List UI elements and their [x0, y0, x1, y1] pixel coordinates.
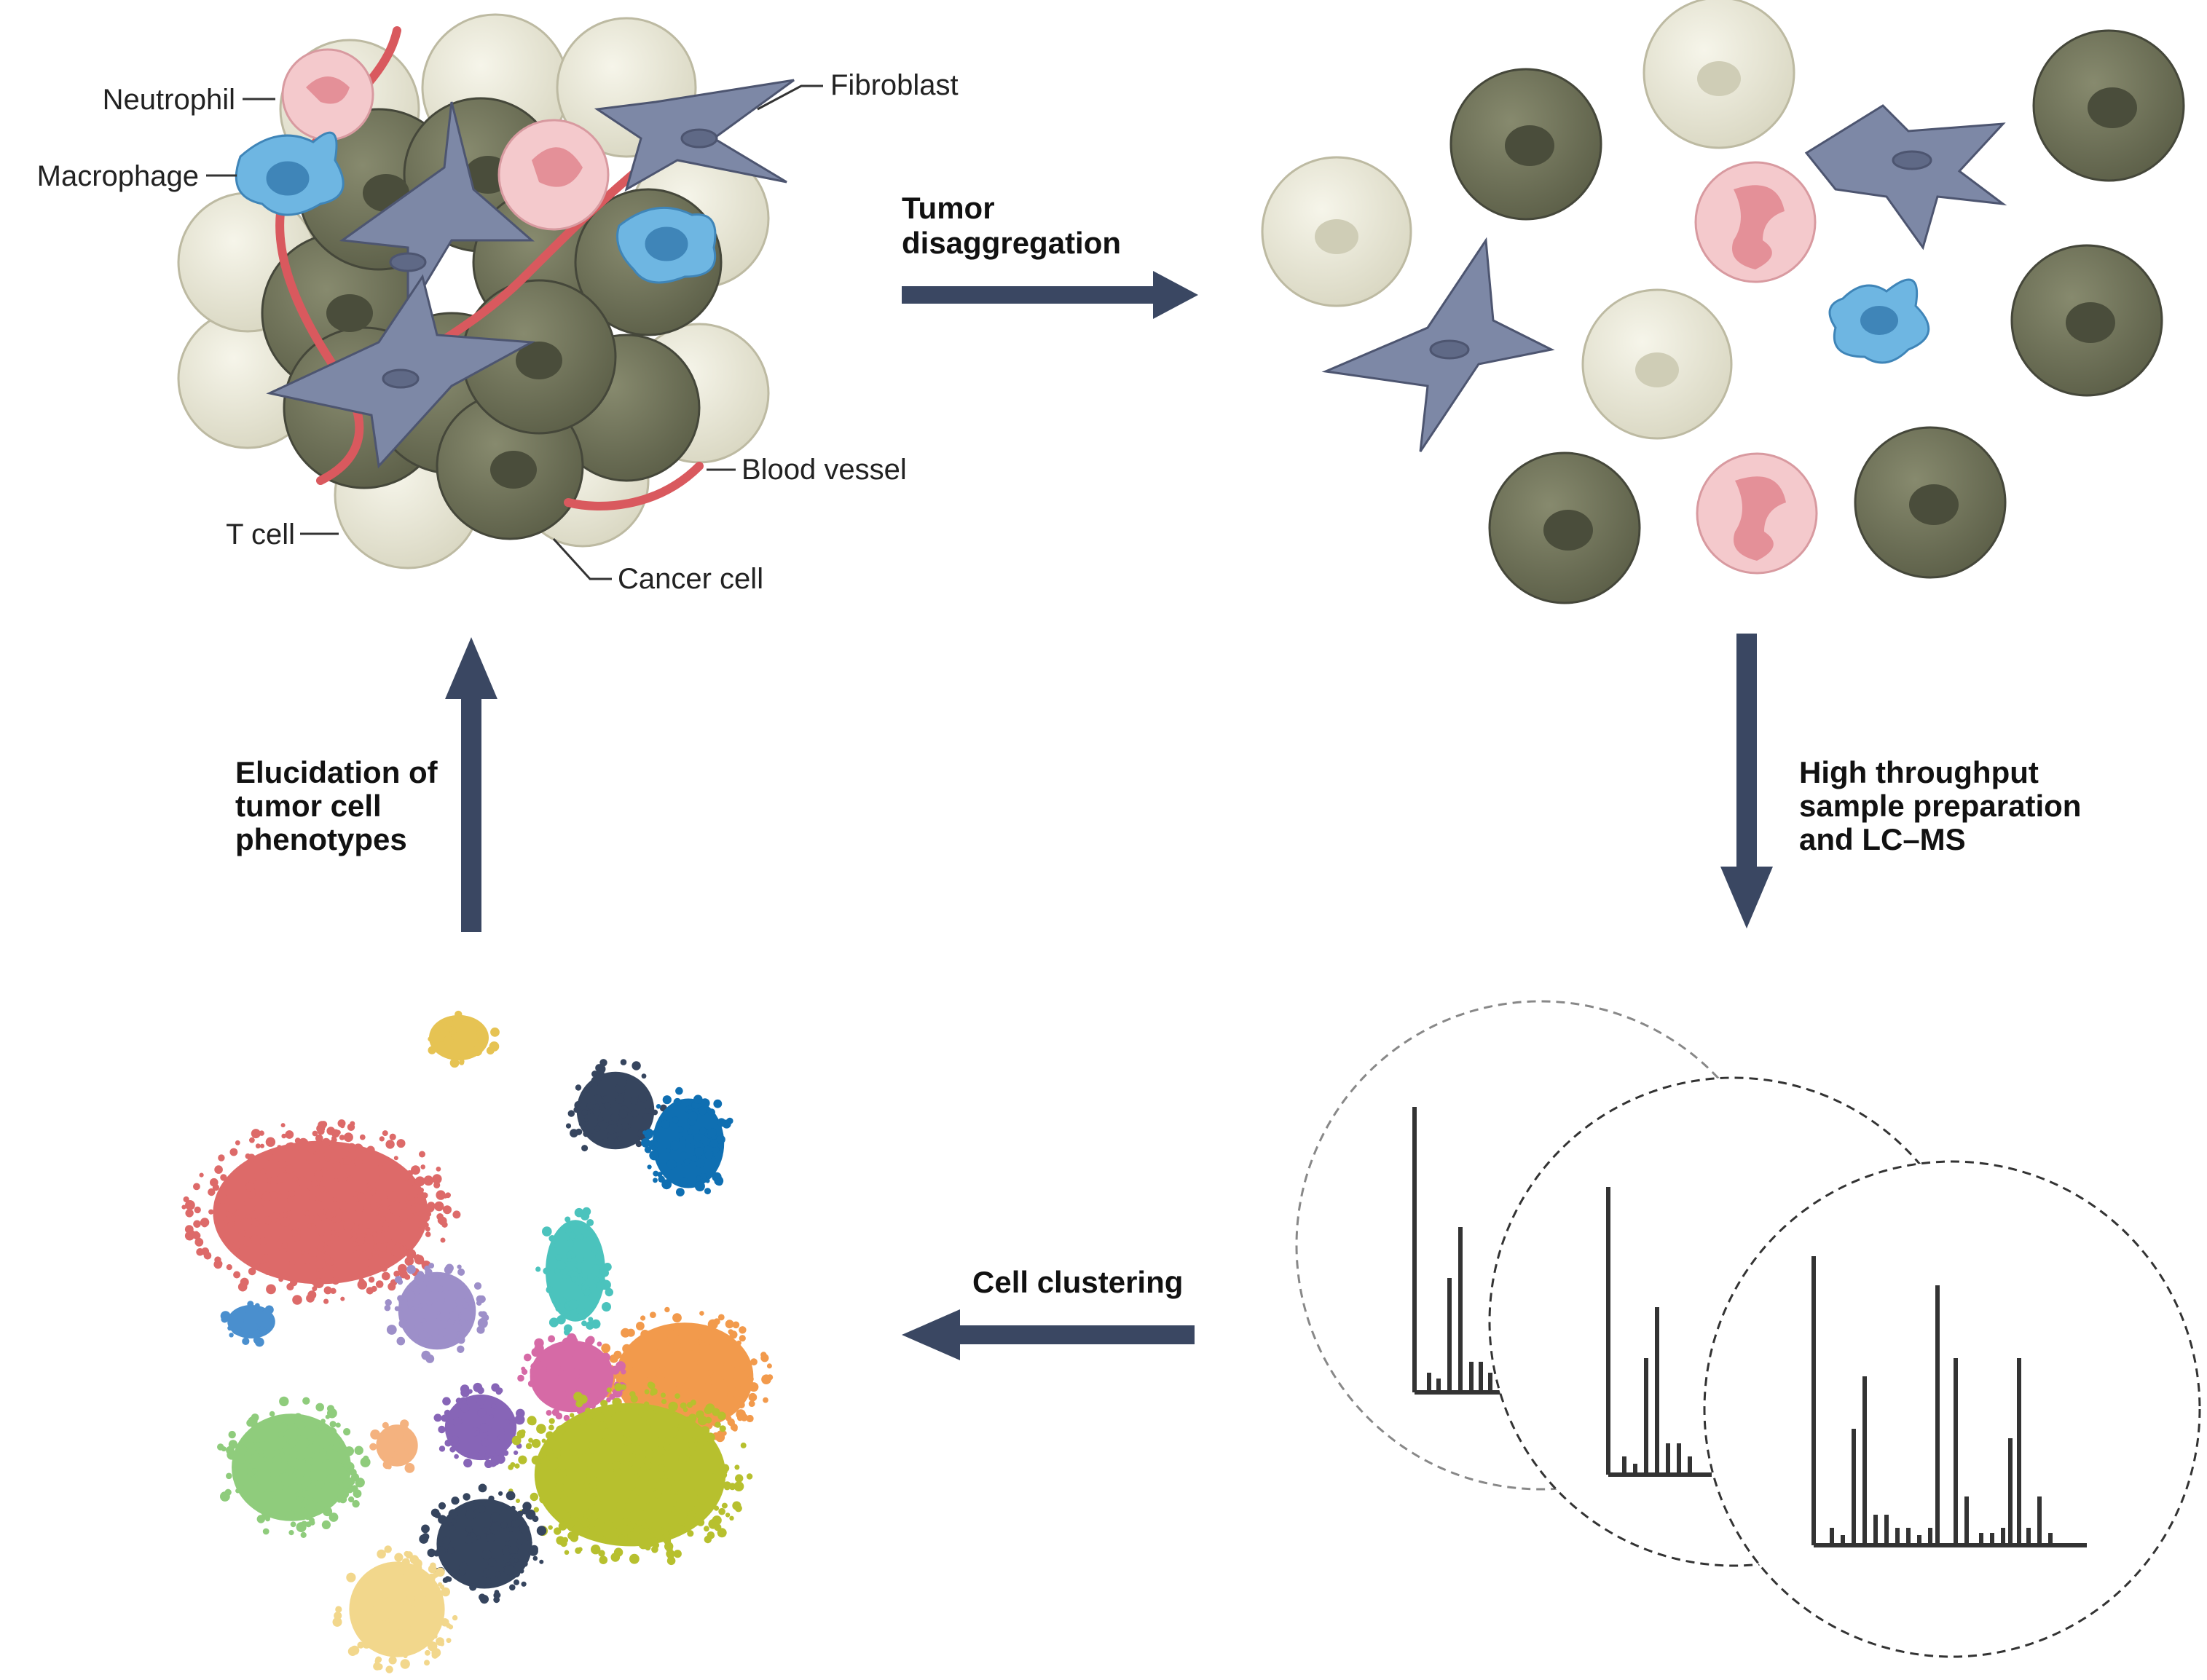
- cluster-blue: [641, 1087, 733, 1196]
- cluster-light-blue: [220, 1301, 275, 1347]
- cluster-red: [181, 1119, 461, 1305]
- cluster-yellow: [428, 1010, 500, 1068]
- label-t-cell: T cell: [226, 518, 295, 551]
- label-macrophage: Macrophage: [37, 160, 199, 192]
- macrophage-scattered: [1828, 278, 1930, 364]
- spectrum-3: [1811, 1256, 2087, 1547]
- cancer-cells-scattered: [1449, 29, 2185, 604]
- neutrophils-scattered: [1694, 161, 1818, 575]
- spectrum-2: [1606, 1187, 1712, 1477]
- step-clustering: Cell clustering: [972, 1265, 1183, 1299]
- macrophage-cells: [235, 131, 717, 284]
- cluster-plot: [181, 1010, 774, 1673]
- arrow-disaggregation: [902, 271, 1198, 319]
- cluster-navy: [565, 1059, 668, 1152]
- dissociated-cells: [1261, 0, 2185, 604]
- step-sample-prep: High throughput sample preparation and L…: [1799, 755, 2090, 856]
- tumor-labels: Neutrophil Macrophage Fibroblast Blood v…: [37, 69, 959, 595]
- cluster-olive: [508, 1381, 753, 1566]
- label-neutrophil: Neutrophil: [103, 84, 235, 116]
- label-fibroblast: Fibroblast: [830, 69, 959, 101]
- cluster-lavender: [384, 1263, 489, 1363]
- t-cells-scattered: [1261, 0, 1795, 440]
- cluster-teal: [535, 1207, 613, 1336]
- step-disaggregation: Tumor disaggregation: [902, 191, 1121, 260]
- tumor-illustration: [177, 13, 795, 569]
- mass-spectra: [1295, 1000, 2201, 1658]
- arrow-sample-prep: [1720, 634, 1773, 928]
- cluster-green: [217, 1396, 371, 1538]
- arrow-clustering: [902, 1309, 1195, 1360]
- cluster-peach: [369, 1419, 418, 1473]
- step-elucidation: Elucidation of tumor cell phenotypes: [235, 755, 446, 856]
- fibroblast-group: [266, 79, 795, 469]
- spectrum-circle-3: [1703, 1160, 2201, 1658]
- fibroblasts-scattered: [1321, 104, 2007, 452]
- spectrum-1: [1412, 1107, 1500, 1395]
- label-blood-vessel: Blood vessel: [741, 454, 907, 486]
- cluster-navy: [419, 1483, 547, 1604]
- cluster-pale-yellow: [332, 1545, 458, 1673]
- label-cancer-cell: Cancer cell: [618, 563, 763, 595]
- cluster-purple: [433, 1382, 525, 1469]
- neutrophil-cells: [281, 48, 610, 231]
- arrow-elucidation: [445, 637, 497, 932]
